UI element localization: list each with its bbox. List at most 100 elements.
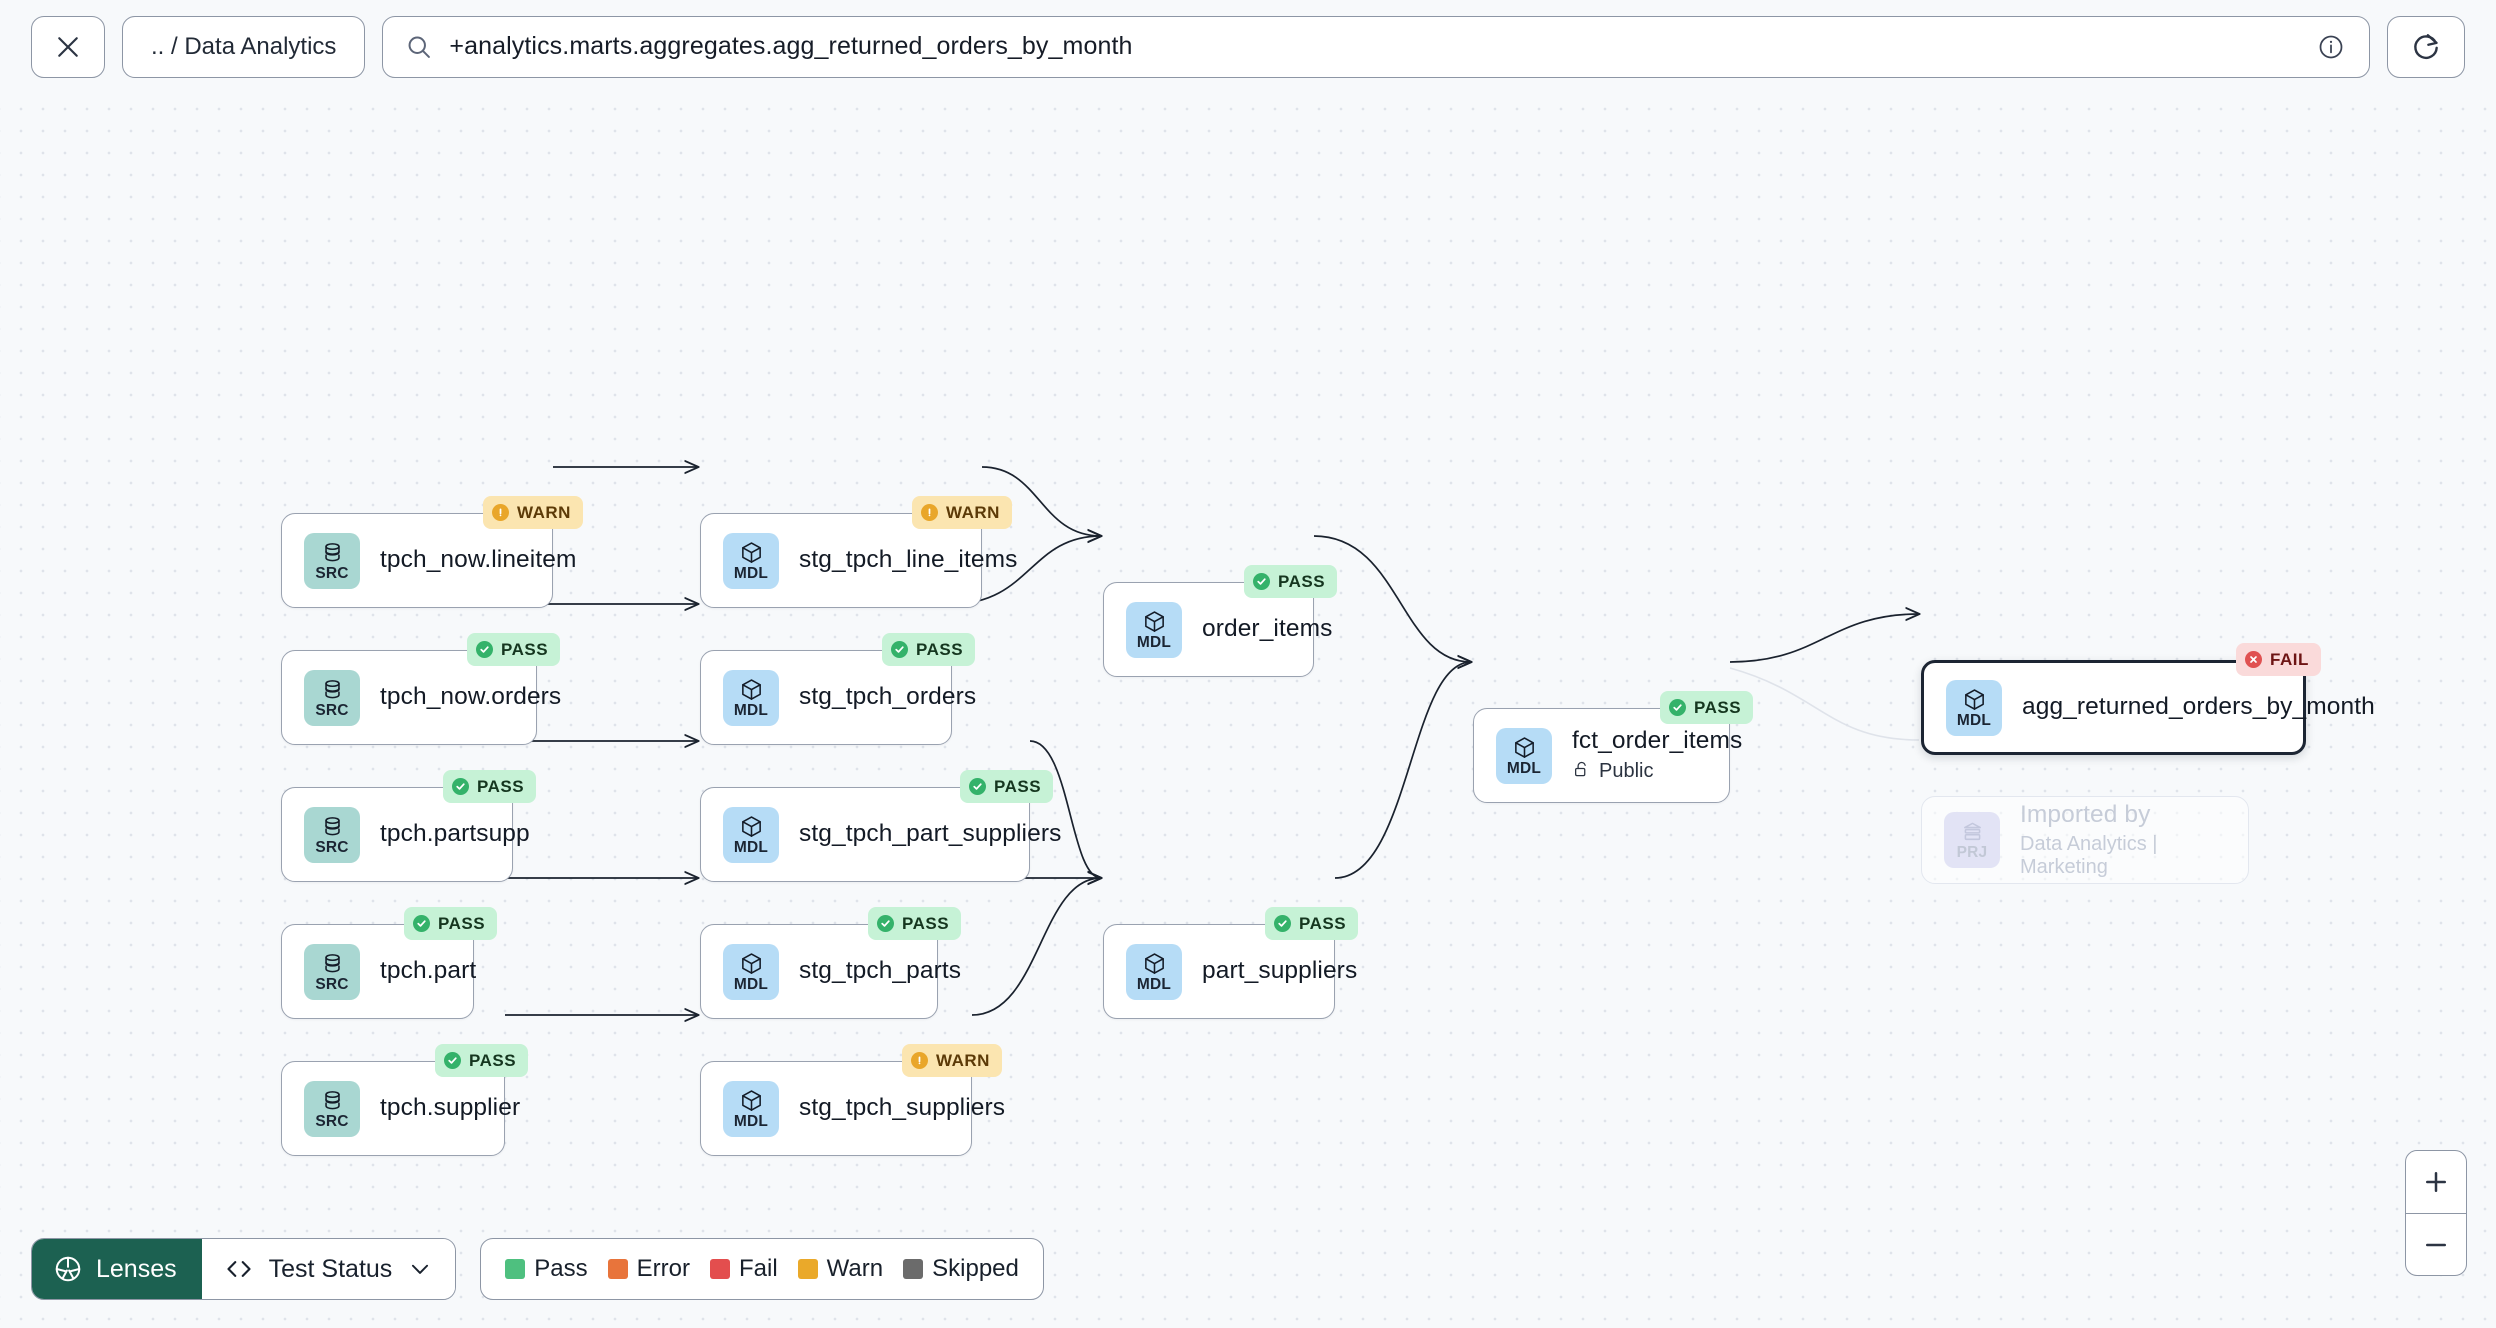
warn-status-icon [492, 504, 509, 521]
status-badge-stg_tpch_parts[interactable]: PASS [868, 907, 962, 940]
search-icon [405, 33, 433, 61]
node-title: stg_tpch_orders [799, 683, 977, 711]
test-status-dropdown[interactable]: Test Status [201, 1239, 456, 1299]
src-type-icon: SRC [304, 943, 360, 1000]
node-title: fct_order_items [1572, 727, 1743, 755]
node-type-label: SRC [315, 564, 349, 582]
node-title: tpch.partsupp [380, 820, 530, 848]
status-badge-agg_returned_orders[interactable]: FAIL [2236, 643, 2321, 676]
pass-status-icon [891, 641, 908, 658]
status-badge-label: WARN [517, 502, 571, 522]
node-subtitle-text: Public [1599, 760, 1654, 783]
status-badge-tpch_supplier[interactable]: PASS [435, 1044, 529, 1077]
node-type-label: SRC [315, 1112, 349, 1130]
src-type-icon: SRC [304, 532, 360, 589]
zoom-in-button[interactable] [2406, 1151, 2466, 1213]
node-type-label: MDL [733, 1112, 769, 1130]
zoom-controls [2405, 1150, 2467, 1276]
status-badge-tpch_now_orders[interactable]: PASS [467, 633, 561, 666]
legend-swatch-fail [710, 1259, 730, 1279]
node-type-label: SRC [315, 701, 349, 719]
search-input[interactable]: +analytics.marts.aggregates.agg_returned… [449, 32, 1133, 60]
legend-swatch-error [607, 1259, 628, 1279]
unlock-icon [1572, 760, 1591, 784]
status-badge-stg_tpch_orders[interactable]: PASS [882, 633, 976, 666]
breadcrumb[interactable]: .. / Data Analytics [122, 15, 366, 78]
pass-status-icon [969, 778, 986, 795]
node-title: stg_tpch_suppliers [799, 1094, 1006, 1122]
legend-label: Error [636, 1255, 690, 1282]
info-icon[interactable] [2317, 33, 2345, 61]
mdl-type-icon: MDL [723, 532, 779, 589]
legend-label: Fail [739, 1255, 778, 1282]
status-badge-label: WARN [946, 502, 1000, 522]
node-title: part_suppliers [1202, 957, 1358, 985]
status-badge-stg_tpch_part_supplier[interactable]: PASS [960, 770, 1054, 803]
mdl-type-icon: MDL [723, 943, 779, 1000]
legend-label: Skipped [932, 1255, 1019, 1282]
status-badge-order_items[interactable]: PASS [1244, 565, 1338, 598]
pass-status-icon [476, 641, 493, 658]
node-subtitle: Public [1572, 760, 1729, 784]
node-type-label: MDL [733, 701, 769, 719]
node-title: stg_tpch_line_items [799, 546, 1018, 574]
top-toolbar: .. / Data Analytics +analytics.marts.agg… [0, 0, 2496, 93]
node-title: tpch_now.orders [380, 683, 562, 711]
code-icon [224, 1254, 254, 1284]
close-button[interactable] [31, 15, 105, 78]
search-bar[interactable]: +analytics.marts.aggregates.agg_returned… [382, 15, 2370, 78]
pass-status-icon [413, 915, 430, 932]
node-title: agg_returned_orders_by_month [2022, 693, 2375, 721]
src-type-icon: SRC [304, 669, 360, 726]
src-type-icon: SRC [304, 806, 360, 863]
lenses-button[interactable]: Lenses [32, 1239, 202, 1299]
status-badge-stg_tpch_line_items[interactable]: WARN [912, 496, 1012, 529]
node-title: tpch.supplier [380, 1094, 521, 1122]
pass-status-icon [1253, 573, 1270, 590]
node-type-label: MDL [1136, 633, 1172, 651]
status-badge-part_suppliers[interactable]: PASS [1265, 907, 1359, 940]
status-badge-tpch_now_lineitem[interactable]: WARN [483, 496, 583, 529]
mdl-type-icon: MDL [723, 1080, 779, 1137]
mdl-type-icon: MDL [1946, 679, 2002, 736]
node-type-label: PRJ [1956, 844, 1988, 862]
status-badge-label: PASS [477, 776, 525, 796]
status-badge-label: PASS [994, 776, 1042, 796]
legend-item-warn[interactable]: Warn [797, 1255, 883, 1283]
warn-status-icon [921, 504, 938, 521]
legend-item-pass[interactable]: Pass [505, 1255, 588, 1283]
prj-type-icon: PRJ [1944, 812, 2000, 868]
status-badge-label: PASS [916, 639, 964, 659]
status-badge-label: PASS [1299, 913, 1347, 933]
legend-item-error[interactable]: Error [607, 1255, 690, 1283]
zoom-out-button[interactable] [2406, 1213, 2466, 1275]
mdl-type-icon: MDL [1126, 601, 1182, 658]
node-type-label: MDL [733, 838, 769, 856]
status-badge-tpch_part[interactable]: PASS [404, 907, 498, 940]
node-subtitle-text: Data Analytics | Marketing [2020, 833, 2158, 879]
lenses-label: Lenses [96, 1254, 177, 1283]
bottom-toolbar: Lenses Test Status Pass Error Fail Warn Skip… [31, 1238, 1044, 1300]
warn-status-icon [911, 1052, 928, 1069]
refresh-button[interactable] [2387, 15, 2465, 78]
status-badge-tpch_partsupp[interactable]: PASS [443, 770, 537, 803]
status-badge-label: PASS [501, 639, 549, 659]
node-type-label: SRC [315, 975, 349, 993]
status-badge-label: WARN [936, 1050, 990, 1070]
status-badge-stg_tpch_suppliers[interactable]: WARN [902, 1044, 1002, 1077]
node-type-label: SRC [315, 838, 349, 856]
node-type-label: MDL [733, 564, 769, 582]
legend-item-fail[interactable]: Fail [710, 1255, 778, 1283]
legend-item-skipped[interactable]: Skipped [903, 1255, 1019, 1283]
pass-status-icon [1669, 699, 1686, 716]
node-title: tpch_now.lineitem [380, 546, 577, 574]
status-badge-label: PASS [438, 913, 486, 933]
legend-swatch-pass [505, 1259, 526, 1279]
status-badge-fct_order_items[interactable]: PASS [1660, 691, 1754, 724]
